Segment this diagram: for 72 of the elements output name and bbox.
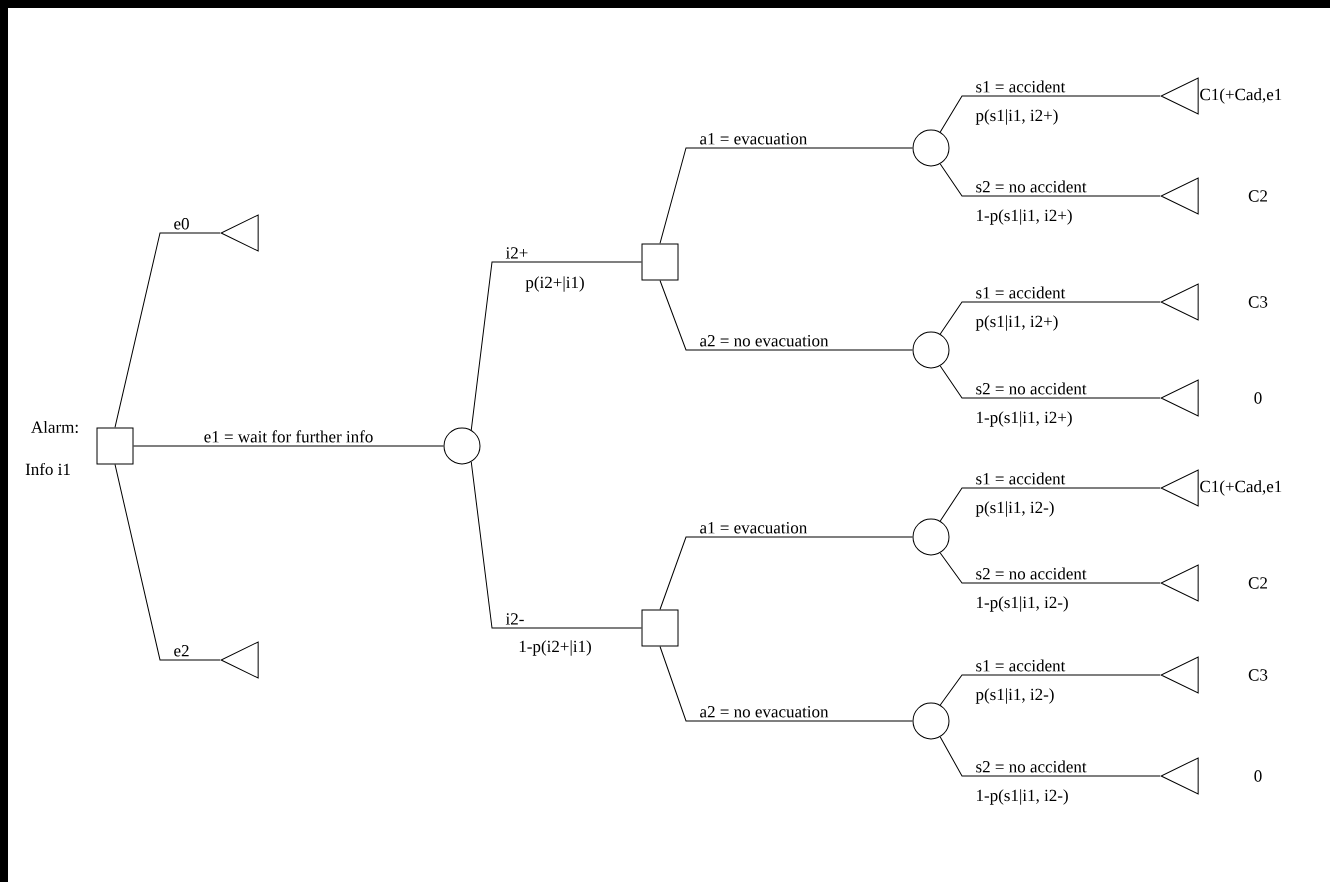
- branch-line: [659, 646, 913, 722]
- edge-label: a1 = evacuation: [700, 522, 808, 534]
- branch-line: [939, 95, 1161, 133]
- chance-circle: [912, 702, 950, 740]
- terminal-triangle: [1160, 77, 1199, 115]
- probability-label: p(s1|i1, i2-): [975, 501, 1054, 517]
- payoff-value: C2: [1248, 190, 1267, 202]
- payoff-value: C3: [1248, 296, 1268, 308]
- branch-line: [114, 464, 221, 661]
- branch-line: [939, 674, 1161, 706]
- chance-circle: [912, 331, 950, 369]
- probability-label: 1-p(i2+|i1): [519, 640, 591, 656]
- terminal-triangle: [220, 214, 259, 252]
- probability-label: p(i2+|i1): [525, 276, 584, 292]
- probability-label: p(s1|i1, i2+): [975, 315, 1058, 331]
- decision-square: [641, 243, 679, 281]
- edge-label: s2 = no accident: [976, 760, 1087, 773]
- edge-label: a2 = no evacuation: [700, 706, 829, 718]
- probability-label: 1-p(s1|i1, i2+): [977, 411, 1072, 427]
- terminal-triangle: [1160, 656, 1199, 694]
- branch-line: [470, 261, 642, 431]
- edge-label: s1 = accident: [976, 286, 1066, 299]
- probability-label: p(s1|i1, i2-): [975, 688, 1054, 704]
- edge-label: s1 = accident: [976, 80, 1066, 93]
- branch-line: [939, 301, 1161, 335]
- edge-label: s2 = no accident: [976, 567, 1087, 580]
- terminal-triangle: [1160, 469, 1199, 507]
- edge-label: i2-: [505, 613, 524, 625]
- branch-line: [659, 280, 913, 351]
- probability-label: 1-p(s1|i1, i2-): [977, 789, 1068, 805]
- terminal-triangle: [220, 641, 259, 679]
- probability-label: 1-p(s1|i1, i2+): [977, 209, 1072, 225]
- branch-line: [939, 736, 1161, 777]
- edge-label: i2+: [505, 247, 528, 259]
- node-caption: Alarm:: [31, 420, 78, 433]
- branch-line: [659, 147, 913, 244]
- branch-line: [939, 552, 1161, 584]
- branch-line: [659, 536, 913, 610]
- terminal-triangle: [1160, 283, 1199, 321]
- decision-square: [641, 609, 679, 647]
- payoff-value: C1(+Cad,e1: [1200, 88, 1282, 104]
- edge-label: s2 = no accident: [976, 180, 1087, 193]
- node-caption: Info i1: [25, 462, 70, 476]
- edge-label: e1 = wait for further info: [204, 430, 373, 443]
- branch-line: [939, 365, 1161, 399]
- edge-label: e0: [174, 218, 189, 230]
- branch-line: [114, 232, 221, 428]
- edge-label: a2 = no evacuation: [700, 335, 829, 347]
- payoff-value: C3: [1248, 669, 1268, 681]
- payoff-value: C1(+Cad,e1: [1200, 480, 1282, 496]
- branch-line: [939, 487, 1161, 522]
- edge-label: s2 = no accident: [976, 382, 1087, 395]
- terminal-triangle: [1160, 379, 1199, 417]
- chance-circle: [912, 518, 950, 556]
- chance-circle: [443, 427, 481, 465]
- terminal-triangle: [1160, 757, 1199, 795]
- branch-line: [133, 445, 444, 447]
- chance-circle: [912, 129, 950, 167]
- terminal-triangle: [1160, 177, 1199, 215]
- edge-label: a1 = evacuation: [700, 133, 808, 145]
- payoff-value: 0: [1254, 770, 1262, 782]
- terminal-triangle: [1160, 564, 1199, 602]
- payoff-value: 0: [1254, 392, 1262, 404]
- edge-label: e2: [174, 645, 189, 657]
- decision-square: [96, 427, 134, 465]
- probability-label: p(s1|i1, i2+): [975, 109, 1058, 125]
- edge-label: s1 = accident: [976, 472, 1066, 485]
- edge-label: s1 = accident: [976, 659, 1066, 672]
- branch-line: [470, 461, 642, 629]
- branch-line: [939, 163, 1161, 197]
- probability-label: 1-p(s1|i1, i2-): [977, 596, 1068, 612]
- payoff-value: C2: [1248, 577, 1267, 589]
